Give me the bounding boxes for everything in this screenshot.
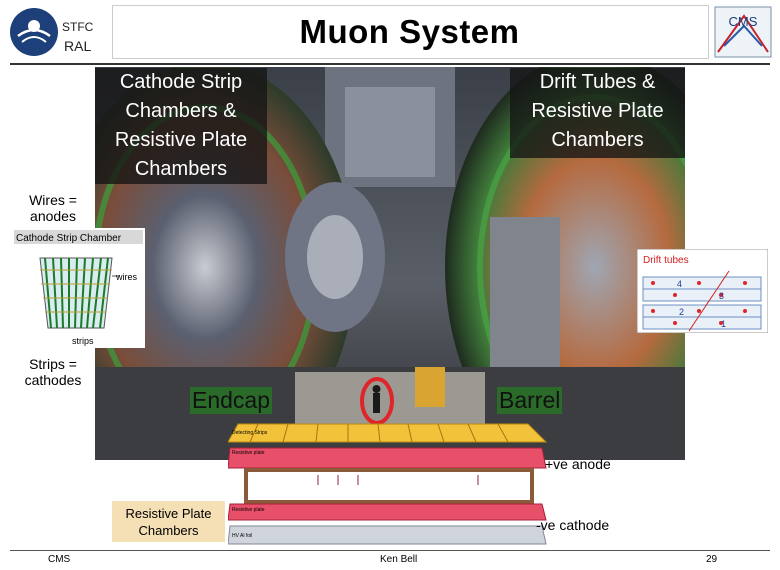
footer-author: Ken Bell	[380, 554, 418, 565]
org-name-line1: STFC	[62, 20, 94, 34]
dt-rpc-label: Drift Tubes & Resistive Plate Chambers	[510, 68, 685, 158]
cms-logo-text: CMS	[729, 14, 758, 29]
page-number: 29	[706, 554, 718, 565]
footer-divider	[10, 550, 770, 551]
csc-diagram-title: Cathode Strip Chamber	[16, 233, 122, 244]
barrel-label: Barrel	[497, 387, 563, 414]
page-title: Muon System	[299, 13, 520, 50]
endcap-label: Endcap	[190, 387, 273, 414]
drift-tube-diagram: Drift tubes 4 3 2 1	[636, 248, 769, 334]
rpc-layer-diagram: Detecting Strips Resistive plate Resisti…	[227, 420, 550, 552]
dt-num-4: 4	[677, 279, 682, 289]
rpc-layer-resistive-top: Resistive plate	[232, 450, 265, 456]
wires-anodes-label: Wires = anodes	[29, 192, 77, 224]
rpc-layer-hv-foil: HV Al foil	[232, 533, 252, 539]
footer-left-text: CMS	[48, 554, 71, 565]
title-frame	[112, 5, 709, 59]
csc-rpc-label: Cathode Strip Chambers & Resistive Plate…	[95, 68, 267, 184]
stfc-logo	[8, 6, 60, 58]
dt-num-2: 2	[679, 307, 684, 317]
rpc-caption-box: Resistive Plate Chambers	[112, 501, 225, 542]
drift-diagram-title: Drift tubes	[643, 255, 689, 266]
org-name-line2: RAL	[64, 38, 92, 54]
strips-cathodes-label: Strips = cathodes	[24, 356, 82, 388]
csc-wires-label: wires	[115, 272, 138, 282]
csc-diagram: Cathode Strip Chamber wires strips	[12, 228, 145, 348]
dt-num-3: 3	[719, 291, 724, 301]
person-highlight-ring	[360, 377, 394, 425]
header-divider	[10, 63, 770, 65]
rpc-layer-resistive-bottom: Resistive plate	[232, 507, 265, 513]
anode-label: +ve anode	[545, 456, 611, 472]
cathode-label: -ve cathode	[536, 517, 610, 533]
dt-num-1: 1	[721, 319, 726, 329]
cms-logo: CMS	[714, 6, 772, 58]
rpc-layer-strips: Detecting Strips	[232, 430, 268, 436]
csc-strips-label: strips	[72, 336, 94, 346]
